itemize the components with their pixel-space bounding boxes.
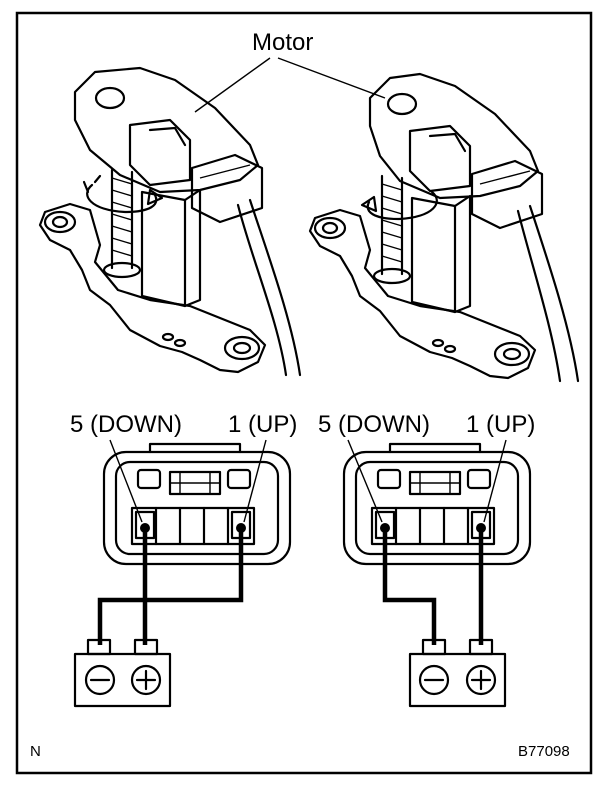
corner-label: N [30,743,41,760]
left-up-label: 1 (UP) [228,411,297,438]
left-down-label: 5 (DOWN) [70,411,182,438]
plus-icon [470,669,492,691]
right-up-label: 1 (UP) [466,411,535,438]
right-motor-assembly [308,72,580,383]
right-up-leader [483,439,507,523]
left-down-leader [109,439,143,523]
left-motor-assembly [38,66,302,377]
figure-border [15,11,593,775]
right-connector [342,442,532,566]
right-wire-down [382,528,437,645]
figure-code: B77098 [518,743,570,760]
motor-leader-left [194,57,271,113]
motor-label: Motor [252,29,313,56]
left-battery [73,638,172,708]
right-battery [408,638,507,708]
left-connector [102,442,292,566]
motor-leader-right [277,57,386,99]
left-wire-up [97,528,244,645]
clockwise-arrow-icon [86,183,158,214]
counterclockwise-arrow-icon [366,190,438,221]
right-down-label: 5 (DOWN) [318,411,430,438]
left-up-leader [243,439,267,523]
plus-icon [135,669,157,691]
right-down-leader [347,439,383,523]
